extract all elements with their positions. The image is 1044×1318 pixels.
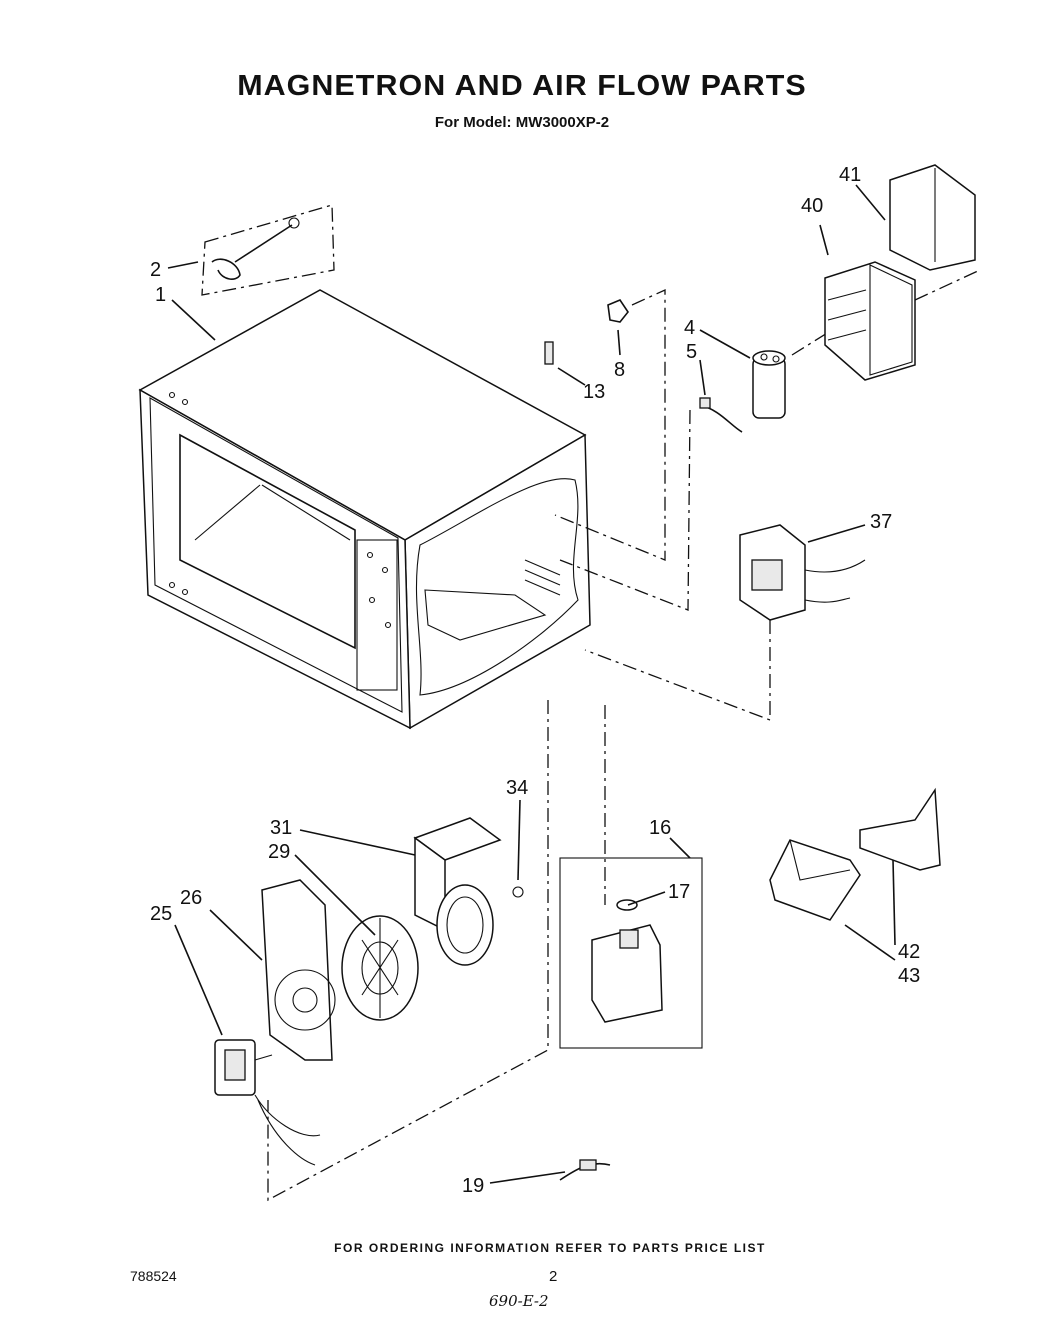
leader-lines [167, 184, 896, 1184]
callout-29: 29 [268, 841, 290, 863]
motor-bracket-drawing [261, 879, 336, 1061]
callout-37: 37 [870, 511, 892, 533]
callout-40: 40 [801, 195, 823, 217]
fan-motor-drawing [214, 1039, 321, 1166]
capacitor-drawing [559, 299, 881, 611]
capacitor-bracket-drawing [824, 164, 981, 381]
callout-5: 5 [686, 341, 697, 363]
door-latch-drawing [201, 204, 335, 296]
magnetron-cover-drawing [769, 839, 861, 921]
callout-2: 2 [150, 259, 161, 281]
document-number: 788524 [130, 1268, 177, 1284]
fan-blade-drawing [341, 915, 419, 1021]
page-number: 2 [549, 1268, 558, 1285]
model-subtitle: For Model: MW3000XP-2 [434, 114, 610, 131]
callout-42: 42 [898, 941, 920, 963]
air-duct-drawing [413, 817, 524, 966]
callout-17: 17 [668, 881, 690, 903]
thermal-wire-drawing [559, 1159, 611, 1181]
small-fasteners-drawing [544, 288, 666, 561]
callout-25: 25 [150, 903, 172, 925]
callout-43: 43 [898, 965, 920, 987]
handwritten-code: 690-E-2 [489, 1292, 549, 1310]
ordering-note: FOR ORDERING INFORMATION REFER TO PARTS … [334, 1241, 766, 1255]
page-title: MAGNETRON AND AIR FLOW PARTS [237, 70, 807, 102]
transformer-drawing [584, 524, 866, 721]
callout-13: 13 [583, 381, 605, 403]
callout-19: 19 [462, 1175, 484, 1197]
baffle-drawing [859, 787, 941, 871]
callout-41: 41 [839, 164, 861, 186]
callout-16: 16 [649, 817, 671, 839]
callout-1: 1 [155, 284, 166, 306]
magnetron-drawing [559, 857, 703, 1049]
callout-4: 4 [684, 317, 695, 339]
callout-8: 8 [614, 359, 625, 381]
callout-26: 26 [180, 887, 202, 909]
cabinet-drawing [138, 289, 591, 730]
callout-31: 31 [270, 817, 292, 839]
callout-34: 34 [506, 777, 528, 799]
